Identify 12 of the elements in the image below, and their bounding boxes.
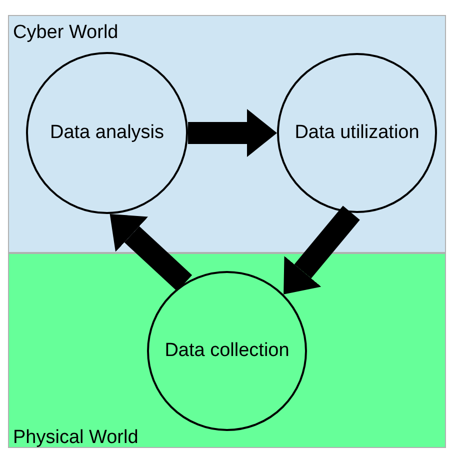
process-circle: [26, 52, 188, 214]
block-arrow: [188, 109, 277, 157]
region-title: Cyber World: [13, 22, 118, 44]
block-arrow: [284, 206, 360, 294]
region-band: [8, 253, 446, 448]
circle-label: Data collection: [164, 340, 290, 362]
circle-label: Data utilization: [294, 122, 420, 144]
region-band: [8, 15, 446, 253]
process-circle: [277, 53, 437, 213]
process-circle: [147, 271, 307, 431]
region-title: Physical World: [13, 427, 138, 449]
circle-label: Data analysis: [50, 122, 164, 144]
